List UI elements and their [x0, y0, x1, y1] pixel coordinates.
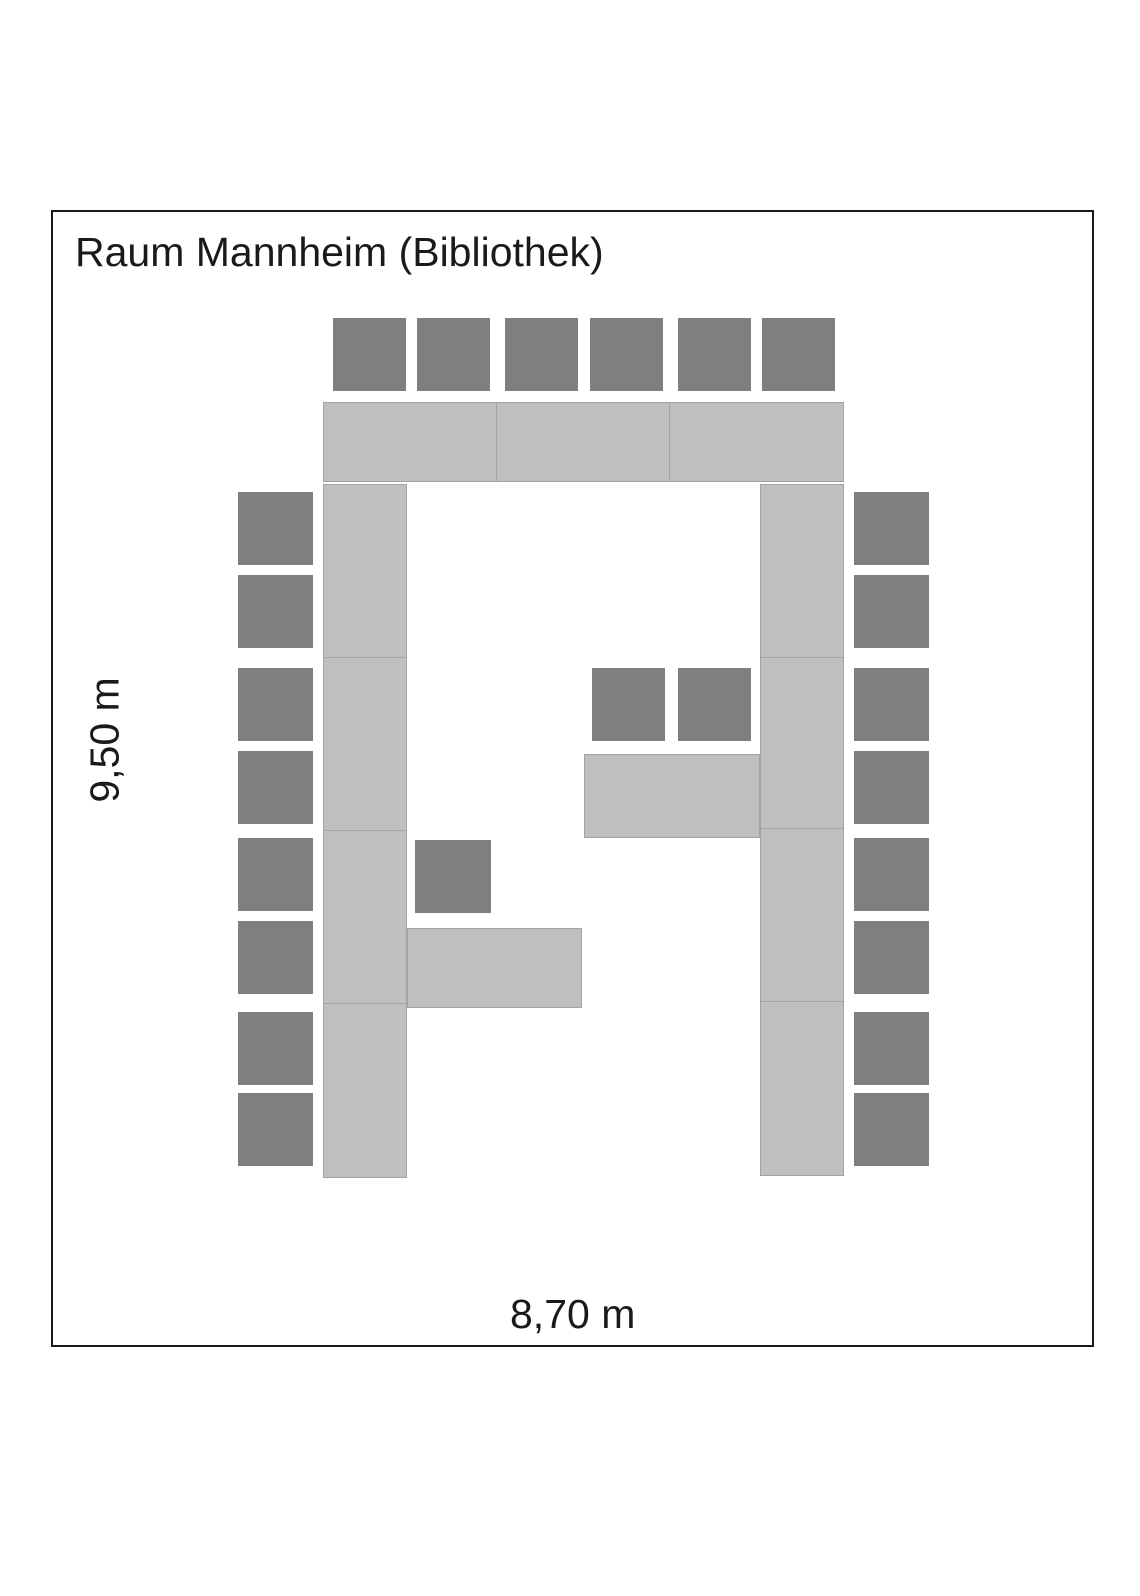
chair [238, 751, 313, 824]
chair [854, 575, 929, 648]
table [760, 1001, 844, 1176]
chair [238, 1093, 313, 1166]
table [760, 828, 844, 1003]
chair [238, 838, 313, 911]
room-outline [51, 210, 1094, 1347]
chair [854, 492, 929, 565]
chair [678, 668, 751, 741]
chair [854, 668, 929, 741]
room-width-label: 8,70 m [510, 1291, 636, 1337]
chair [415, 840, 491, 913]
chair [417, 318, 490, 391]
chair [854, 838, 929, 911]
chair [333, 318, 406, 391]
table [760, 657, 844, 832]
chair [762, 318, 835, 391]
chair [238, 1012, 313, 1085]
chair [854, 921, 929, 994]
table [323, 402, 498, 482]
chair [238, 921, 313, 994]
table [407, 928, 582, 1008]
table [323, 657, 407, 832]
chair [592, 668, 665, 741]
table [323, 830, 407, 1005]
chair [238, 575, 313, 648]
chair [854, 1093, 929, 1166]
chair [505, 318, 578, 391]
room-title: Raum Mannheim (Bibliothek) [75, 229, 604, 275]
chair [238, 492, 313, 565]
chair [238, 668, 313, 741]
table [669, 402, 844, 482]
table [323, 484, 407, 659]
table [323, 1003, 407, 1178]
table [760, 484, 844, 659]
chair [854, 1012, 929, 1085]
table [584, 754, 760, 838]
chair [678, 318, 751, 391]
room-height-label: 9,50 m [81, 677, 128, 803]
chair [590, 318, 663, 391]
table [496, 402, 671, 482]
chair [854, 751, 929, 824]
